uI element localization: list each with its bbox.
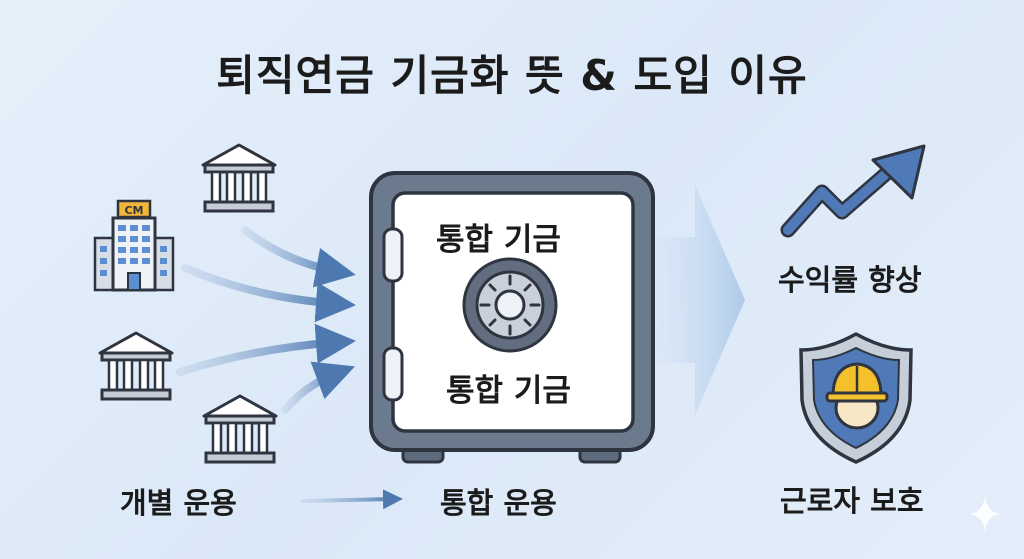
worker-protection-label: 근로자 보호 [780, 484, 924, 518]
return-improvement-label: 수익률 향상 [778, 263, 922, 297]
individual-operation-label: 개별 운용 [120, 486, 237, 520]
flow-arrow-1 [241, 226, 356, 288]
building-sign: CM [124, 204, 143, 217]
safe-bottom-label: 통합 기금 [446, 373, 571, 409]
bank-icon [201, 143, 277, 213]
page-title: 퇴직연금 기금화 뜻 & 도입 이유 [216, 51, 808, 100]
hard-hat-worker-icon [825, 362, 889, 430]
trend-up-arrow-icon [780, 144, 926, 238]
bottom-flow-arrow [301, 489, 403, 510]
flow-arrow-3 [176, 323, 356, 376]
sparkle-icon [970, 496, 1000, 532]
bank-icon [98, 331, 174, 401]
flow-arrow-2 [181, 264, 356, 323]
integrated-operation-label: 통합 운용 [440, 486, 557, 520]
bank-icon [202, 394, 278, 464]
flow-arrow-4 [281, 361, 355, 414]
big-flow-arrow [655, 185, 745, 415]
safe-top-label: 통합 기금 [436, 222, 561, 258]
dial-icon [462, 257, 558, 353]
office-building-icon: CM [93, 199, 175, 292]
